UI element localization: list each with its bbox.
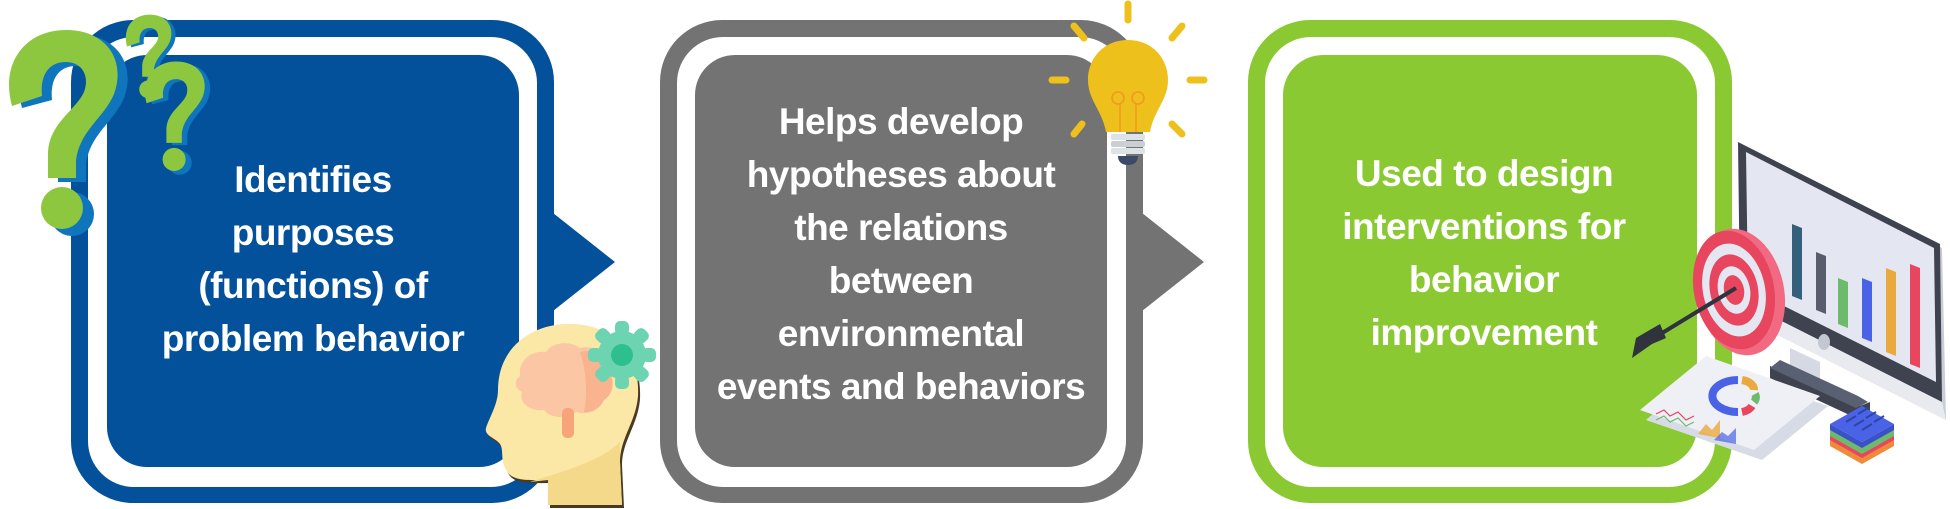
text-line: problem behavior — [161, 318, 465, 359]
text-line: the relations — [794, 207, 1008, 248]
text-line: improvement — [1370, 312, 1598, 353]
flow-arrow — [1142, 213, 1204, 311]
lightbulb-icon — [1048, 0, 1208, 165]
stacked-layers-icon — [1830, 406, 1894, 464]
text-line: hypotheses about — [746, 154, 1056, 195]
step-text: Used to design interventions for behavio… — [1342, 147, 1626, 359]
question-marks-icon — [9, 14, 211, 236]
flow-arrow — [553, 213, 615, 311]
card-body: Helps develop hypotheses about the relat… — [695, 55, 1107, 467]
head-gear-icon — [485, 321, 656, 508]
text-line: Used to design — [1354, 153, 1614, 194]
step-text: Helps develop hypotheses about the relat… — [716, 95, 1086, 413]
text-line: interventions for — [1342, 206, 1626, 247]
text-line: purposes — [231, 212, 395, 253]
text-line: behavior — [1408, 259, 1560, 300]
step-text: Identifies purposes (functions) of probl… — [161, 153, 465, 365]
text-line: events and behaviors — [716, 366, 1086, 407]
monitor-bar-chart-icon — [1738, 142, 1946, 420]
target-arrow-icon — [1632, 228, 1786, 358]
text-line: environmental — [777, 313, 1025, 354]
text-line: Helps develop — [778, 101, 1024, 142]
text-line: (functions) of — [198, 265, 428, 306]
text-line: between — [828, 260, 974, 301]
card-body: Used to design interventions for behavio… — [1283, 55, 1697, 467]
report-documents-icon — [1640, 356, 1828, 460]
text-line: Identifies — [234, 159, 392, 200]
